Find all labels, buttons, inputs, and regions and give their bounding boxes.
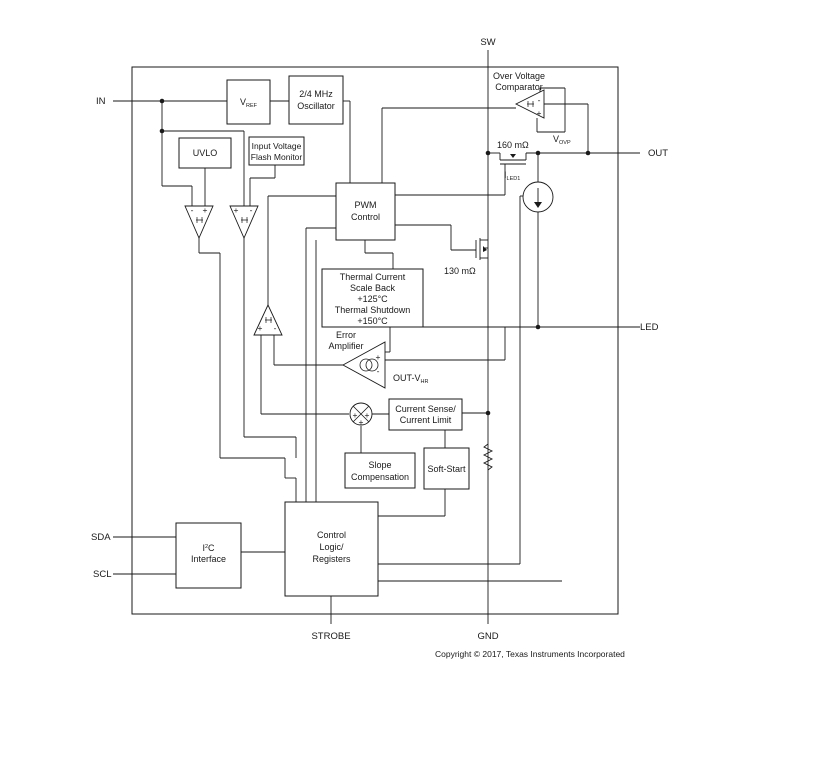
junction-dots bbox=[159, 98, 591, 416]
pfet-label: 160 mΩ bbox=[497, 140, 529, 150]
ovc-label-1: Over Voltage bbox=[493, 71, 545, 81]
pin-in: IN bbox=[96, 96, 106, 107]
wires bbox=[113, 50, 640, 624]
thermal-block bbox=[321, 268, 424, 328]
pwm-label-1: PWM bbox=[355, 200, 377, 210]
error-amplifier: + - bbox=[342, 341, 386, 389]
ovc-label-2: Comparator bbox=[495, 82, 543, 92]
thermal-label-1: Thermal Current bbox=[340, 272, 406, 282]
error-amp-label-1: Error bbox=[336, 330, 356, 340]
input-monitor-block bbox=[248, 136, 305, 166]
uvlo-block bbox=[178, 137, 232, 169]
over-voltage-comparator: - + bbox=[514, 89, 545, 119]
uvlo-comparator: - + bbox=[184, 205, 214, 240]
svg-text:-: - bbox=[250, 205, 253, 215]
pwm-comparator: + - bbox=[253, 303, 283, 336]
pwm-block bbox=[335, 182, 396, 241]
control-logic-label-3: Registers bbox=[312, 554, 351, 564]
nfet-label: 130 mΩ bbox=[444, 266, 476, 276]
copyright: Copyright © 2017, Texas Instruments Inco… bbox=[435, 649, 625, 659]
input-monitor-label-1: Input Voltage bbox=[252, 141, 302, 151]
slope-label-1: Slope bbox=[368, 460, 391, 470]
svg-text:-: - bbox=[377, 366, 380, 376]
slope-compensation-block bbox=[344, 452, 416, 489]
current-sense-label-1: Current Sense/ bbox=[395, 404, 456, 414]
thermal-label-4: Thermal Shutdown bbox=[335, 305, 411, 315]
vref-block bbox=[226, 79, 271, 125]
uvlo-label: UVLO bbox=[193, 148, 218, 158]
thermal-label-5: +150°C bbox=[357, 316, 388, 326]
control-logic-label-2: Logic/ bbox=[319, 542, 344, 552]
soft-start-block bbox=[423, 447, 470, 490]
pin-sda: SDA bbox=[91, 532, 111, 543]
pin-sw: SW bbox=[480, 37, 495, 48]
pin-led: LED bbox=[640, 322, 659, 333]
svg-text:+: + bbox=[359, 417, 364, 427]
pin-out: OUT bbox=[648, 148, 668, 159]
svg-text:-: - bbox=[274, 323, 277, 333]
oscillator-label-2: Oscillator bbox=[297, 101, 335, 111]
iled-label: ILED1 bbox=[504, 170, 520, 182]
thermal-label-2: Scale Back bbox=[350, 283, 396, 293]
out-vhr-label: OUT-VHR bbox=[393, 373, 428, 385]
error-amp-label-2: Amplifier bbox=[328, 341, 363, 351]
current-sense-label-2: Current Limit bbox=[400, 415, 452, 425]
summing-node: + + + bbox=[349, 402, 373, 427]
soft-start-label: Soft-Start bbox=[427, 464, 466, 474]
svg-text:+: + bbox=[353, 410, 358, 420]
i2c-label-1: I2C bbox=[202, 543, 215, 553]
svg-text:-: - bbox=[191, 205, 194, 215]
pin-gnd: GND bbox=[477, 631, 498, 642]
thermal-label-3: +125°C bbox=[357, 294, 388, 304]
ic-outline bbox=[131, 66, 619, 615]
oscillator-label-1: 2/4 MHz bbox=[299, 89, 333, 99]
pin-scl: SCL bbox=[93, 569, 111, 580]
pin-strobe: STROBE bbox=[311, 631, 350, 642]
nfet-symbol bbox=[475, 238, 488, 260]
slope-label-2: Compensation bbox=[351, 472, 409, 482]
vref-label: VREF bbox=[240, 97, 258, 109]
led-current-source bbox=[522, 181, 554, 213]
svg-text:+: + bbox=[258, 323, 263, 333]
pwm-label-2: Control bbox=[351, 212, 380, 222]
current-sense-block bbox=[388, 398, 463, 431]
control-logic-block bbox=[284, 501, 379, 597]
pfet-symbol bbox=[500, 154, 526, 165]
i2c-interface-block bbox=[175, 522, 242, 589]
control-logic-label-1: Control bbox=[317, 530, 346, 540]
svg-text:+: + bbox=[234, 205, 239, 215]
svg-text:+: + bbox=[365, 410, 370, 420]
svg-text:+: + bbox=[537, 108, 542, 118]
i2c-label-2: Interface bbox=[191, 554, 226, 564]
oscillator-block bbox=[288, 75, 344, 125]
vovp-label: VOVP bbox=[553, 134, 571, 146]
svg-text:-: - bbox=[538, 95, 541, 105]
flash-monitor-comparator: + - bbox=[229, 205, 259, 240]
svg-text:+: + bbox=[376, 352, 381, 362]
svg-text:+: + bbox=[203, 205, 208, 215]
input-monitor-label-2: Flash Monitor bbox=[251, 152, 303, 162]
